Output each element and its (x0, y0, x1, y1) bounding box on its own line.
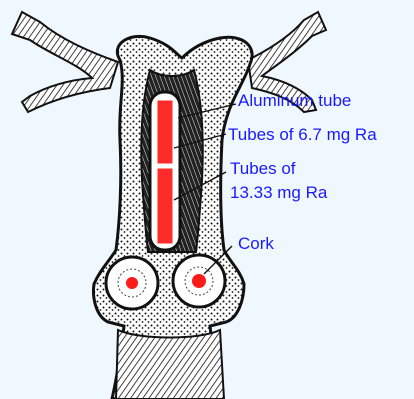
radium-tube-lower (157, 168, 173, 244)
cervix-folds (116, 330, 224, 399)
cork-left (106, 257, 158, 309)
label-aluminum-tube: Aluminum tube (238, 90, 351, 111)
radium-tube-upper (157, 100, 173, 164)
radium-dot-left (126, 277, 138, 289)
label-tubes-13-33-line1: Tubes of (230, 158, 296, 179)
radium-dot-right (192, 274, 206, 288)
label-tubes-6-7: Tubes of 6.7 mg Ra (228, 124, 377, 145)
cork-right (173, 255, 225, 307)
label-tubes-13-33-line2: 13.33 mg Ra (230, 182, 327, 203)
left-fallopian-tube (12, 12, 118, 112)
label-cork: Cork (238, 233, 274, 254)
